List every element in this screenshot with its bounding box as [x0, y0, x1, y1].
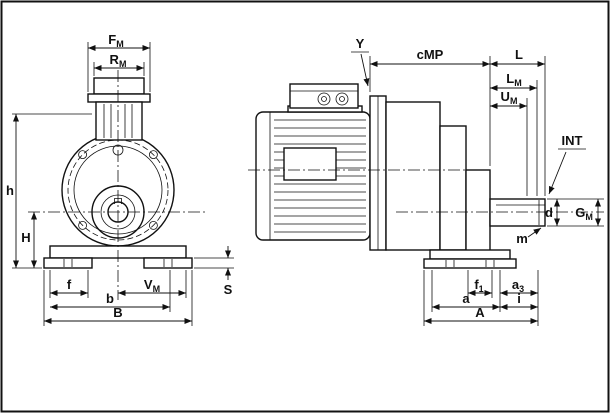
terminal-box [289, 83, 359, 109]
motor-fins-front [103, 104, 133, 138]
dim-label-H: H [21, 230, 30, 245]
front-top-extension-lines [12, 42, 151, 269]
dim-label-vm: VM [144, 277, 160, 294]
foot-pad-right [143, 257, 193, 269]
dim-label-s: S [224, 282, 233, 297]
nameplate [283, 147, 337, 181]
y-leader-arrow [360, 53, 370, 87]
cable-gland-icon [339, 96, 345, 102]
dim-label-i: i [517, 291, 521, 306]
dim-label-fm: FM [108, 32, 123, 49]
side-bottom-extension-lines [423, 270, 539, 326]
cable-gland-icon [321, 96, 327, 102]
front-view-dimensions [12, 42, 234, 326]
dim-label-B: B [113, 305, 122, 320]
gearbox-step [439, 125, 467, 251]
dim-label-rm: RM [110, 52, 127, 69]
side-view-dimensions [351, 51, 604, 326]
dim-label-um: UM [501, 89, 518, 106]
bolt-hole-icon [78, 150, 87, 160]
dim-label-a: a [462, 291, 470, 306]
motor-cap [93, 77, 145, 95]
foot-pad-left [43, 257, 93, 269]
dim-label-m: m [516, 231, 528, 246]
mounting-feet-side [423, 249, 517, 269]
dim-label-h: h [6, 183, 14, 198]
dim-label-d: d [545, 205, 553, 220]
dim-label-y: Y [356, 36, 365, 51]
motor-front-outline [87, 77, 151, 141]
foot-slots [63, 259, 173, 267]
foot-pad-side [423, 258, 517, 269]
bolt-hole-icon [78, 220, 87, 230]
bolt-hole-icon [148, 150, 158, 160]
cable-gland-icon [335, 92, 349, 106]
int-leader-arrow [548, 151, 567, 195]
side-top-extension-lines [369, 56, 546, 196]
dim-label-b: b [106, 291, 114, 306]
motor-neck [95, 101, 143, 141]
dim-label-gm: GM [575, 205, 593, 222]
dimension-labels: FM RM h H f VM b B S Y cMP L LM UM INT G… [6, 32, 593, 320]
cable-gland-icon [317, 92, 331, 106]
dim-label-lm: LM [506, 71, 521, 88]
foot-slots-side [445, 260, 495, 267]
output-shaft-side [489, 198, 546, 227]
dim-label-int: INT [562, 133, 583, 148]
centerlines [28, 70, 604, 300]
dim-label-A: A [475, 305, 485, 320]
s-extension-lines [194, 257, 234, 269]
gearbox-housing-side [385, 101, 441, 251]
dim-label-f: f [67, 277, 72, 292]
output-boss [465, 169, 491, 253]
dim-label-cmp: cMP [417, 47, 444, 62]
dim-label-l: L [515, 47, 523, 62]
bolt-hole-icon [148, 220, 158, 230]
m-leader-arrow [527, 227, 542, 238]
dim-label-a3: a3 [512, 277, 524, 294]
motor-shoulder [87, 93, 151, 103]
base-plate-side [429, 249, 511, 260]
side-view [255, 83, 546, 269]
dim-label-f1: f1 [474, 277, 483, 294]
